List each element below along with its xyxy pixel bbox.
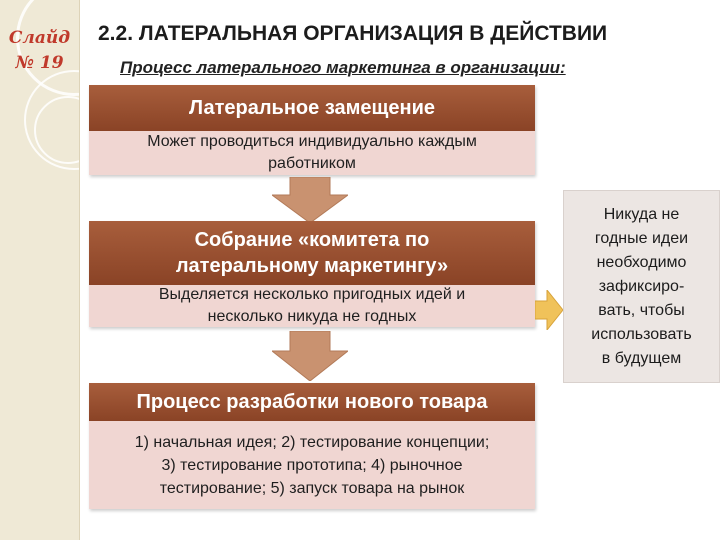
- down-arrow-icon: [272, 331, 348, 381]
- side-note: Никуда не годные идеи необходимо зафикси…: [563, 190, 720, 383]
- block-body: Выделяется несколько пригодных идей и не…: [89, 285, 535, 327]
- process-block-committee-meeting: Собрание «комитета по латеральному марке…: [89, 221, 535, 327]
- slide-number-label: Слайд № 19: [8, 28, 71, 73]
- down-arrow-icon: [272, 177, 348, 223]
- block-body: 1) начальная идея; 2) тестирование конце…: [89, 421, 535, 509]
- process-block-new-product-development: Процесс разработки нового товара 1) нача…: [89, 383, 535, 509]
- block-heading: Латеральное замещение: [89, 85, 535, 131]
- block-heading: Собрание «комитета по латеральному марке…: [89, 221, 535, 285]
- side-note-text: Никуда не годные идеи необходимо зафикси…: [591, 205, 692, 367]
- slide-title: 2.2. ЛАТЕРАЛЬНАЯ ОРГАНИЗАЦИЯ В ДЕЙСТВИИ: [98, 22, 608, 45]
- slide-subtitle: Процесс латерального маркетинга в органи…: [120, 58, 566, 77]
- block-heading: Процесс разработки нового товара: [89, 383, 535, 421]
- process-block-lateral-substitution: Латеральное замещение Может проводиться …: [89, 85, 535, 175]
- right-arrow-icon: [535, 290, 563, 330]
- block-body: Может проводиться индивидуально каждым р…: [89, 131, 535, 175]
- slide-sidebar: Слайд № 19: [0, 0, 80, 540]
